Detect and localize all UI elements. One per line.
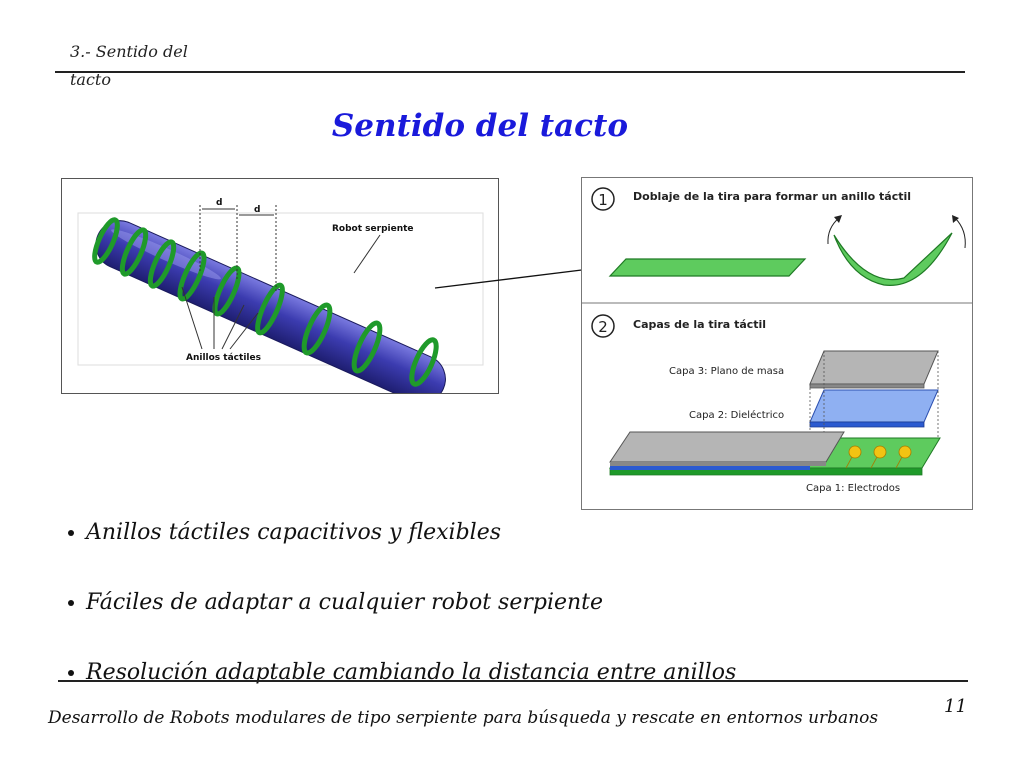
slide-title: Sentido del tacto — [331, 108, 629, 144]
page-number: 11 — [944, 696, 967, 717]
panel2-title: Capas de la tira táctil — [633, 318, 766, 331]
flat-strip — [608, 258, 807, 277]
spacing-label-2: d — [254, 205, 260, 215]
panel1-title: Doblaje de la tira para formar un anillo… — [633, 190, 911, 203]
spacing-markers — [199, 205, 277, 291]
rings-label: Anillos táctiles — [186, 353, 261, 363]
bullet-text: Anillos táctiles capacitivos y flexibles — [86, 520, 502, 545]
layer3-label: Capa 3: Plano de masa — [669, 366, 784, 377]
bullet-item: Anillos táctiles capacitivos y flexibles — [68, 520, 501, 545]
tactile-strip-figure: 1 Doblaje de la tira para formar un anil… — [581, 177, 973, 510]
layer2-label: Capa 2: Dieléctrico — [689, 409, 784, 421]
tactile-rings — [92, 217, 439, 387]
layer1-label: Capa 1: Electrodos — [806, 483, 900, 494]
curved-strip — [833, 232, 953, 286]
ground-plane-layer — [809, 350, 939, 385]
bullet-item: Fáciles de adaptar a cualquier robot ser… — [68, 590, 603, 615]
tactile-strip-illustration: 1 Doblaje de la tira para formar un anil… — [582, 187, 972, 494]
spacing-label-1: d — [216, 198, 222, 208]
bullet-dot — [68, 670, 74, 676]
bullet-dot — [68, 600, 74, 606]
electrodes — [845, 445, 912, 469]
section-header: 3.- Sentido del tacto — [70, 42, 188, 89]
snake-robot-figure: d d Robot serpiente Anillos táctiles — [61, 178, 499, 404]
robot-label: Robot serpiente — [332, 224, 414, 234]
snake-robot-illustration: d d Robot serpiente Anillos táctiles — [77, 198, 484, 404]
footer-text: Desarrollo de Robots modulares de tipo s… — [48, 708, 879, 728]
footer-divider — [58, 680, 968, 682]
header-divider — [55, 71, 965, 73]
panel-bending: 1 Doblaje de la tira para formar un anil… — [591, 187, 966, 286]
dielectric-layer — [809, 389, 939, 423]
bullet-text: Fáciles de adaptar a cualquier robot ser… — [86, 590, 604, 615]
panel-layers: 2 Capas de la tira táctil Capa 3: Plano … — [591, 314, 941, 494]
panel1-number: 1 — [598, 191, 608, 209]
panel2-number: 2 — [598, 318, 608, 336]
bullet-dot — [68, 530, 74, 536]
